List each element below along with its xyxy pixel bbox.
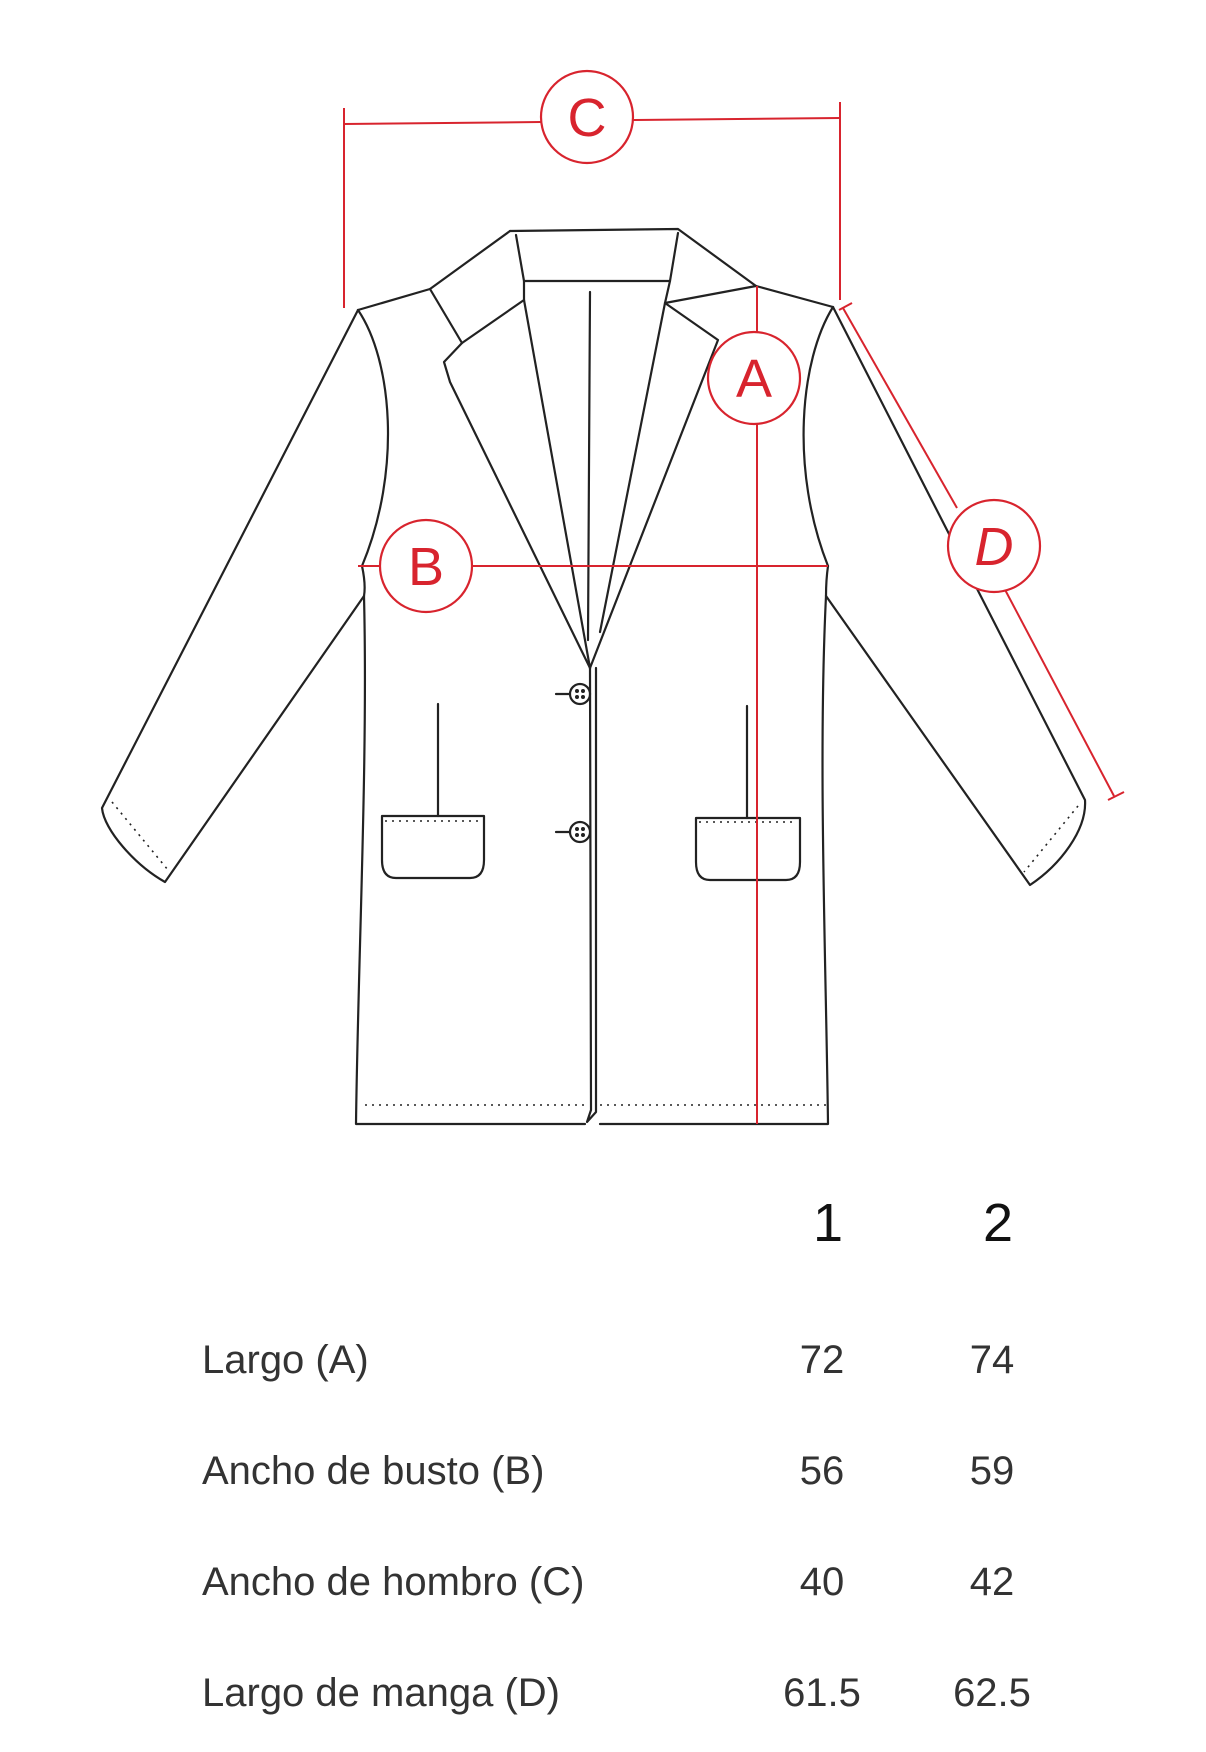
row-value-size-2: 74 xyxy=(969,1338,1015,1382)
jacket-outline xyxy=(100,227,1087,1126)
row-value-size-1: 72 xyxy=(799,1338,845,1382)
marker-d-label: D xyxy=(975,517,1014,577)
row-label: Ancho de busto (B) xyxy=(202,1449,545,1493)
marker-a-label: A xyxy=(736,349,772,409)
row-value-size-2: 59 xyxy=(969,1449,1015,1493)
row-label: Largo (A) xyxy=(202,1338,369,1382)
marker-c: C xyxy=(539,69,635,165)
row-value-size-1: 61.5 xyxy=(783,1671,861,1715)
table-row: Ancho de busto (B) 56 59 xyxy=(0,1449,1206,1509)
row-value-size-1: 40 xyxy=(799,1560,845,1604)
row-label: Largo de manga (D) xyxy=(202,1671,560,1715)
size-header-1: 1 xyxy=(812,1193,844,1253)
jacket-diagram: C A B D xyxy=(100,69,1125,1126)
table-row: Ancho de hombro (C) 40 42 xyxy=(0,1560,1206,1620)
button-holes xyxy=(575,689,585,837)
row-value-size-2: 42 xyxy=(969,1560,1015,1604)
stitch-lines xyxy=(111,801,1079,1106)
measure-lines xyxy=(343,102,1125,1124)
table-row: Largo de manga (D) 61.5 62.5 xyxy=(0,1671,1206,1731)
row-value-size-2: 62.5 xyxy=(953,1671,1031,1715)
marker-b: B xyxy=(378,518,474,614)
row-label: Ancho de hombro (C) xyxy=(202,1560,585,1604)
marker-c-label: C xyxy=(568,88,607,148)
marker-b-label: B xyxy=(408,537,444,597)
marker-a: A xyxy=(706,330,802,426)
size-header-2: 2 xyxy=(982,1193,1014,1253)
row-value-size-1: 56 xyxy=(799,1449,845,1493)
table-row: Largo (A) 72 74 xyxy=(0,1338,1206,1398)
marker-d: D xyxy=(946,498,1042,594)
